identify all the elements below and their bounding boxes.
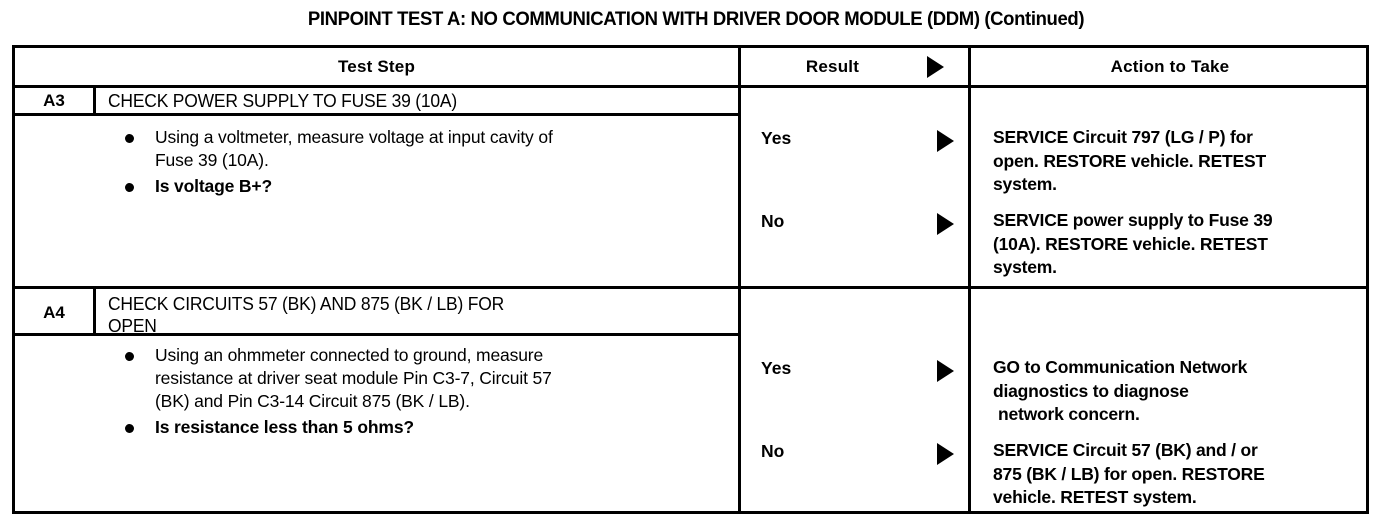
bullet-dot-icon [125,183,134,192]
list-item-line: (BK) and Pin C3-14 Circuit 875 (BK / LB)… [155,391,470,411]
bullet-dot-icon [125,134,134,143]
pinpoint-test-table: Test Step Result Action to Take A3 CHECK… [12,45,1369,514]
result-label: No [761,211,785,231]
action-line: open. RESTORE vehicle. RETEST [993,150,1266,171]
column-header-result-label: Result [805,56,860,76]
step-a4-number-cell: A4 [15,289,96,336]
action-line: diagnostics to diagnose [993,380,1189,401]
list-item-line: Using an ohmmeter connected to ground, m… [155,345,544,365]
step-a4-number: A4 [43,302,65,322]
list-item: Using a voltmeter, measure voltage at in… [113,126,713,172]
action-line: system. [993,174,1057,194]
step-a3-action-no: SERVICE power supply to Fuse 39 (10A). R… [993,209,1365,280]
bullet-dot-icon [125,424,134,433]
step-a3-number-cell: A3 [15,85,96,116]
column-header-test-step-label: Test Step [337,56,416,76]
step-a3-title-row [15,85,738,116]
row-divider-header [15,85,1366,88]
action-line: (10A). RESTORE vehicle. RETEST [993,233,1268,254]
list-item-line: Using a voltmeter, measure voltage at in… [155,127,553,147]
action-line: SERVICE Circuit 797 (LG / P) for [993,127,1253,147]
action-line: GO to Communication Network [993,357,1248,377]
column-header-action-label: Action to Take [1110,56,1230,76]
row-divider-step-blocks [15,286,1366,289]
step-a3-result-no: No [741,211,968,237]
step-a4-action-yes: GO to Communication Network diagnostics … [993,356,1365,427]
column-header-test-step: Test Step [15,48,738,85]
list-item-line: Is voltage B+? [155,176,273,196]
list-item: Is voltage B+? [113,175,713,198]
triangle-right-icon [937,360,954,382]
step-a4-title: CHECK CIRCUITS 57 (BK) AND 875 (BK / LB)… [108,293,504,337]
step-a3-result-yes: Yes [741,128,968,154]
step-a4-title-line: CHECK CIRCUITS 57 (BK) AND 875 (BK / LB)… [108,294,505,314]
result-label: No [761,441,785,461]
triangle-right-icon [937,213,954,235]
column-header-result: Result [741,48,968,85]
step-a3-bullet-list: Using a voltmeter, measure voltage at in… [113,126,713,201]
column-divider-result-action [968,48,971,511]
list-item: Is resistance less than 5 ohms? [113,416,713,439]
step-a4-title-line: OPEN [108,316,157,336]
step-a3-title: CHECK POWER SUPPLY TO FUSE 39 (10A) [108,91,457,111]
action-line: system. [993,257,1057,277]
page-title: PINPOINT TEST A: NO COMMUNICATION WITH D… [307,8,1085,30]
action-line: 875 (BK / LB) for open. RESTORE [993,463,1265,484]
step-a4-title-row [15,289,738,336]
list-item-line: Is resistance less than 5 ohms? [155,417,414,437]
action-line: SERVICE Circuit 57 (BK) and / or [993,440,1258,460]
list-item-line: Fuse 39 (10A). [155,150,269,170]
column-divider-test-result [738,48,741,511]
triangle-right-icon [937,130,954,152]
list-item: Using an ohmmeter connected to ground, m… [113,344,713,413]
triangle-right-icon [937,443,954,465]
bullet-dot-icon [125,352,134,361]
list-item-line: resistance at driver seat module Pin C3-… [155,368,552,388]
step-a3-number: A3 [43,90,65,110]
triangle-right-icon [927,56,944,78]
action-line: SERVICE power supply to Fuse 39 [993,210,1273,230]
action-line: vehicle. RETEST system. [993,487,1197,507]
column-header-action: Action to Take [971,48,1369,85]
result-label: Yes [761,358,792,378]
step-a4-result-yes: Yes [741,358,968,384]
action-line: network concern. [998,404,1140,424]
step-a4-bullet-list: Using an ohmmeter connected to ground, m… [113,344,713,442]
step-a4-action-no: SERVICE Circuit 57 (BK) and / or 875 (BK… [993,439,1365,510]
step-a3-action-yes: SERVICE Circuit 797 (LG / P) for open. R… [993,126,1365,197]
step-a4-result-no: No [741,441,968,467]
result-label: Yes [761,128,792,148]
